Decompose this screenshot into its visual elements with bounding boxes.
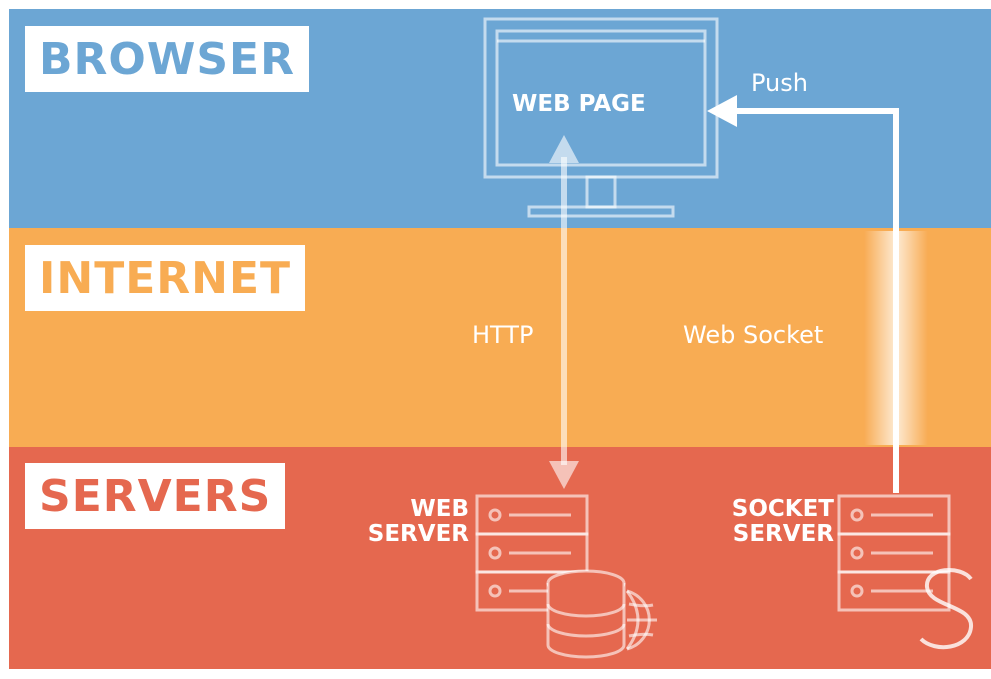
diagram-graphics [475, 17, 973, 659]
internet-layer-label: INTERNET [25, 245, 306, 311]
socket-s-icon [919, 567, 973, 649]
http-label: HTTP [472, 321, 534, 349]
browser-layer-label: BROWSER [25, 26, 309, 92]
web-server-label-line1: WEB [410, 496, 469, 522]
socket-server-icon [837, 494, 951, 612]
servers-layer-label: SERVERS [25, 463, 286, 529]
http-arrow-up [549, 135, 579, 163]
http-arrow-down [549, 461, 579, 489]
socket-server-label: SOCKET SERVER [709, 497, 834, 547]
web-page-label: WEB PAGE [512, 91, 646, 117]
web-server-label: WEB SERVER [349, 497, 469, 547]
web-server-label-line2: SERVER [367, 521, 469, 547]
websocket-connection [707, 95, 928, 493]
socket-server-label-line2: SERVER [732, 521, 834, 547]
diagram: BROWSER INTERNET SERVERS [9, 9, 991, 669]
monitor-icon [483, 17, 719, 218]
websocket-label: Web Socket [683, 321, 824, 349]
database-icon [546, 569, 626, 659]
http-connection [549, 135, 579, 489]
push-label: Push [751, 69, 808, 97]
globe-icon [625, 589, 657, 651]
push-arrow [707, 95, 737, 127]
socket-server-label-line1: SOCKET [731, 496, 834, 522]
